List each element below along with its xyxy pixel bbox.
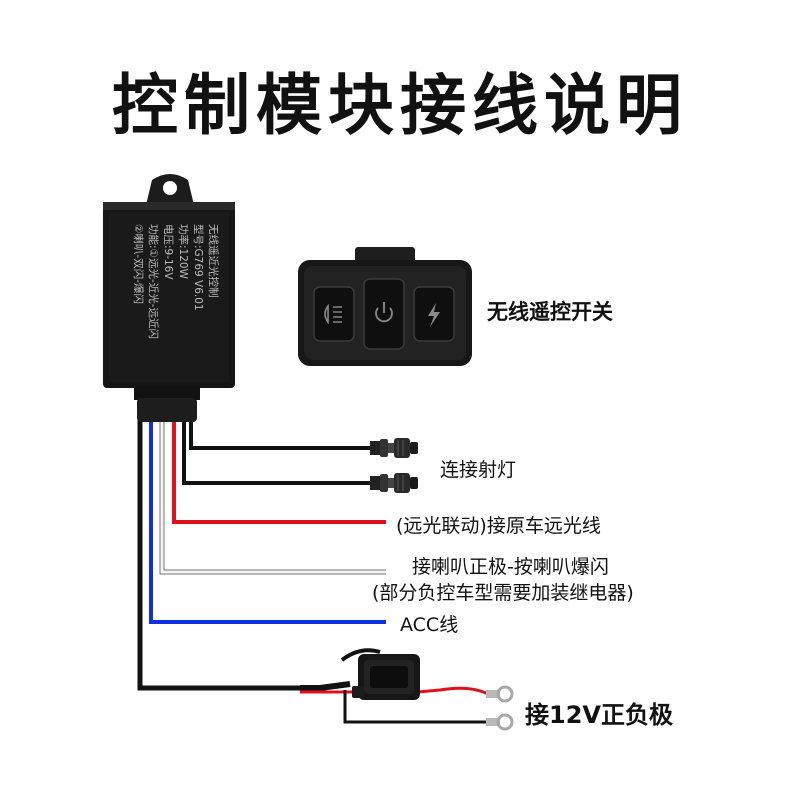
- spotlight-icon[interactable]: [313, 286, 355, 342]
- module-label-line-4: 电压:9-16V: [162, 224, 175, 280]
- wire-spotlight-2: [182, 420, 372, 485]
- power-icon[interactable]: [363, 278, 405, 350]
- module-label-line-5: 功能:①远光-近光-远近闪: [147, 224, 160, 339]
- wire-acc-blue: [149, 420, 386, 624]
- control-module: [103, 174, 235, 422]
- module-label-line-2: 型号:G769 V6.01: [192, 224, 205, 311]
- flash-icon[interactable]: [413, 286, 455, 342]
- horn-label-line-1: 接喇叭正极-按喇叭爆闪: [412, 556, 609, 578]
- wire-ground-black: [343, 690, 488, 724]
- terminal-negative: [486, 713, 514, 731]
- remote-label: 无线遥控开关: [487, 300, 613, 324]
- module-label: 无线遥近光控制 型号:G769 V6.01 功率:120W 电压:9-16V 功…: [132, 224, 220, 339]
- connector-1: [370, 438, 418, 458]
- wire-highbeam-red: [172, 420, 386, 524]
- wire-horn-white: [159, 420, 386, 575]
- spotlight-label: 连接射灯: [440, 459, 517, 481]
- wire-power-black: [137, 412, 300, 691]
- wireless-remote: [298, 247, 472, 366]
- connector-2: [370, 473, 418, 493]
- fuse-holder: [340, 648, 420, 700]
- high-beam-label: (远光联动)接原车远光线: [396, 515, 601, 537]
- module-label-line-1: 无线遥近光控制: [207, 224, 220, 298]
- wire-spotlight-1: [189, 420, 372, 450]
- horn-label-line-2: (部分负控车型需要加装继电器): [372, 582, 634, 604]
- terminal-positive: [486, 685, 514, 703]
- wire-power-red: [417, 686, 489, 696]
- module-label-line-3: 功率:120W: [177, 224, 190, 280]
- page-title: 控制模块接线说明: [112, 67, 688, 144]
- module-label-line-6: ②喇叭-双闪-爆闪: [132, 224, 145, 304]
- power-label: 接12V正负极: [525, 701, 673, 729]
- acc-label: ACC线: [400, 614, 459, 636]
